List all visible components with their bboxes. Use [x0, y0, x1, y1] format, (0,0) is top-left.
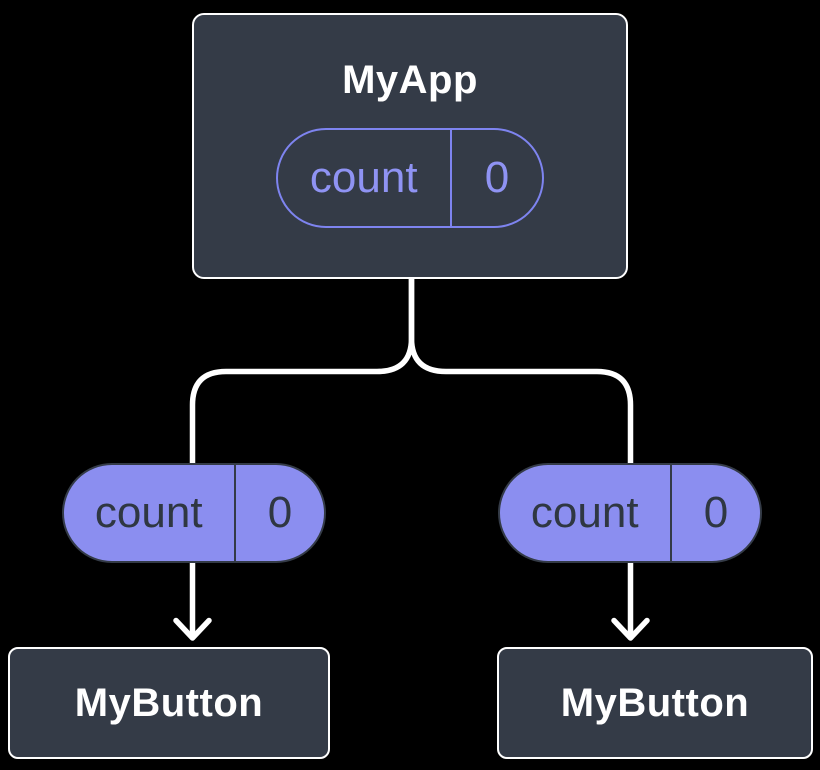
prop-name: count: [94, 488, 203, 537]
prop-value: 0: [703, 488, 729, 537]
connector-right-branch: [408, 274, 634, 470]
component-node-mybutton-right: MyButton: [497, 647, 813, 759]
connector-left-branch: [189, 274, 415, 470]
pill-divider: [233, 465, 236, 561]
prop-pill-left: count 0: [62, 463, 326, 563]
prop-name: count: [530, 488, 639, 537]
prop-pill-right: count 0: [498, 463, 762, 563]
pill-divider: [669, 465, 672, 561]
component-title: MyApp: [342, 58, 478, 102]
arrow-down-icon: [173, 617, 212, 641]
state-value: 0: [484, 153, 510, 202]
pill-divider: [449, 130, 452, 226]
arrow-down-icon: [611, 617, 650, 641]
component-node-myapp: MyApp count 0: [192, 13, 628, 279]
component-title: MyButton: [74, 681, 264, 725]
state-name: count: [309, 153, 418, 202]
component-title: MyButton: [560, 681, 750, 725]
prop-value: 0: [267, 488, 293, 537]
state-pill: count 0: [276, 128, 544, 228]
component-node-mybutton-left: MyButton: [8, 647, 330, 759]
